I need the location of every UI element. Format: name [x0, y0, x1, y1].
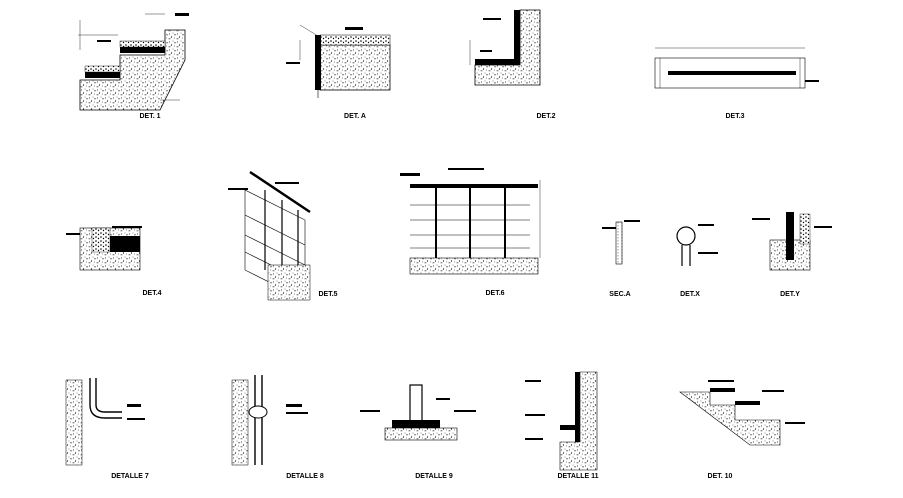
title-dety: DET.Y	[780, 291, 800, 298]
title-det9: DETALLE 9	[415, 473, 453, 480]
title-det8: DETALLE 8	[286, 473, 324, 480]
detail-detx	[676, 224, 718, 266]
title-det10: DET. 10	[708, 473, 733, 480]
title-det2: DET.2	[536, 113, 555, 120]
detail-det3	[654, 47, 819, 89]
detail-dety	[752, 212, 832, 271]
detail-deta	[286, 24, 391, 98]
title-det1: DET. 1	[139, 113, 160, 120]
detail-det9	[360, 384, 476, 441]
title-det3: DET.3	[725, 113, 744, 120]
title-deta: DET. A	[344, 113, 366, 120]
detail-det4	[66, 226, 142, 271]
title-secc: SEC.A	[609, 291, 630, 298]
detail-det5	[228, 170, 311, 301]
detail-det8	[231, 375, 308, 466]
detail-det1	[78, 13, 189, 111]
detail-det6	[400, 168, 541, 275]
detail-secc	[602, 220, 640, 265]
detail-det2	[469, 9, 541, 86]
title-detx: DET.X	[680, 291, 700, 298]
detail-det7	[65, 378, 145, 466]
detail-det11	[525, 371, 598, 471]
title-det7: DETALLE 7	[111, 473, 149, 480]
title-det11: DETALLE 11	[557, 473, 598, 480]
title-det4: DET.4	[142, 290, 161, 297]
detail-det10	[679, 380, 805, 446]
title-det5: DET.5	[318, 291, 337, 298]
title-det6: DET.6	[485, 290, 504, 297]
